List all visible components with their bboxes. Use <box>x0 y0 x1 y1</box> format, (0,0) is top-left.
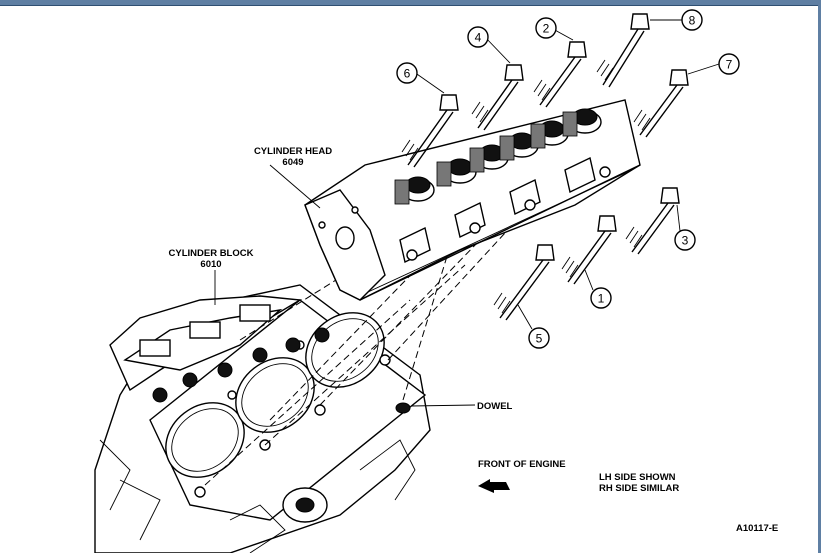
svg-text:3: 3 <box>682 234 689 248</box>
cylinder-head-part-number: 6049 <box>282 157 303 168</box>
callout-3: 3 <box>674 229 696 251</box>
rh-side-label: RH SIDE SIMILAR <box>599 483 679 494</box>
dowel-label: DOWEL <box>477 401 513 412</box>
head-bolt-4 <box>471 64 524 131</box>
head-bolts <box>401 13 689 321</box>
head-bolt-1 <box>561 215 617 285</box>
svg-text:6: 6 <box>404 67 411 81</box>
cylinder-block <box>94 284 431 553</box>
window-top-border <box>0 0 821 6</box>
cylinder-head-label: CYLINDER HEAD <box>254 146 332 157</box>
front-arrow-icon <box>478 479 510 493</box>
head-bolt-3 <box>625 187 680 255</box>
valve-springs <box>394 108 602 205</box>
callout-1: 1 <box>590 287 612 309</box>
head-bolt-6 <box>401 94 459 168</box>
svg-text:5: 5 <box>536 332 543 346</box>
callout-8: 8 <box>681 9 703 31</box>
head-bolt-5 <box>493 244 555 321</box>
svg-text:4: 4 <box>475 31 482 45</box>
head-bolt-7 <box>633 69 689 138</box>
callout-7: 7 <box>718 53 740 75</box>
lh-side-label: LH SIDE SHOWN <box>599 472 676 483</box>
front-of-engine-label: FRONT OF ENGINE <box>478 459 566 470</box>
cylinder-head <box>304 99 641 301</box>
dowel-pin <box>395 402 411 414</box>
cylinder-block-part-number: 6010 <box>200 259 221 270</box>
callout-2: 2 <box>535 17 557 39</box>
alignment-lines <box>204 194 541 486</box>
callout-leaders <box>214 19 720 407</box>
window-right-border <box>818 0 821 553</box>
head-bolt-2 <box>533 41 587 108</box>
head-bolt-8 <box>596 13 650 88</box>
bolt-callouts: 6 4 2 8 7 3 1 5 <box>396 9 740 349</box>
callout-5: 5 <box>528 327 550 349</box>
figure-id: A10117-E <box>736 523 778 534</box>
svg-text:8: 8 <box>689 14 696 28</box>
svg-text:2: 2 <box>543 22 550 36</box>
svg-text:1: 1 <box>598 292 605 306</box>
svg-text:7: 7 <box>726 58 733 72</box>
cylinder-block-label: CYLINDER BLOCK <box>169 248 254 259</box>
callout-6: 6 <box>396 62 418 84</box>
callout-4: 4 <box>467 26 489 48</box>
